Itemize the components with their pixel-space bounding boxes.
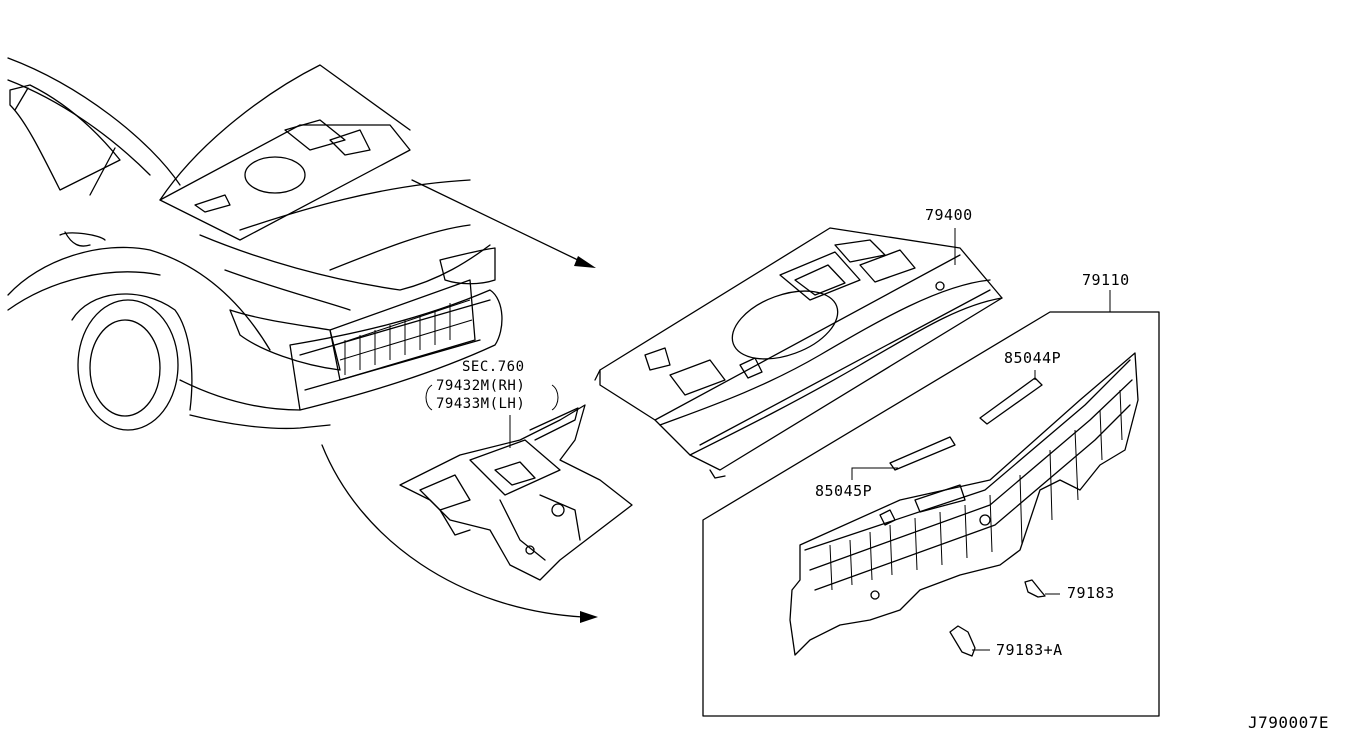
part-sec760-bracket [399,404,633,581]
part-85044p [979,377,1043,425]
part-79183a [949,625,976,657]
label-79110: 79110 [1082,271,1130,289]
drawing-id: J790007E [1248,713,1330,732]
part-79400-parcel-shelf [594,227,1003,479]
label-sec760: SEC.760 [462,359,525,375]
label-85045p: 85045P [815,482,873,500]
part-79183 [1024,579,1046,598]
label-85044p: 85044P [1004,349,1062,367]
arrows [321,179,598,623]
group-box-79110 [702,311,1160,717]
label-79183: 79183 [1067,584,1115,602]
car-rear-illustration [7,57,503,431]
part-85045p [889,436,956,471]
label-79400: 79400 [925,206,973,224]
label-79432m: 79432M(RH) [436,378,526,394]
label-79433m: 79433M(LH) [436,396,526,412]
label-79183a: 79183+A [996,641,1063,659]
leader-lines [425,228,1111,651]
part-79110-rear-panel [789,352,1139,656]
